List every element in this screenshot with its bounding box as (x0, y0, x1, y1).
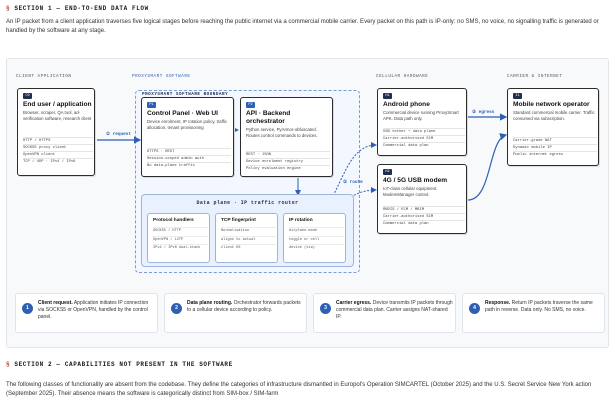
control-panel-title: Control Panel · Web UI (147, 110, 218, 117)
step-card-4: 4 Response. Return IP packets traverse t… (462, 293, 605, 333)
column-label-cellular: CELLULAR HARDWARE (376, 74, 429, 79)
ip-rotation-title: IP rotation (289, 218, 313, 223)
carrier-title: Mobile network operator (513, 101, 590, 108)
client-box: C0 End user / application Browser, scrap… (17, 88, 95, 176)
badge-h2: H2 (383, 169, 392, 175)
step-number: 1 (22, 303, 33, 314)
column-label-software: PROXYSMART SOFTWARE (132, 74, 191, 79)
step-number: 3 (320, 303, 331, 314)
step-card-2: 2 Data plane routing. Orchestrator forwa… (164, 293, 307, 333)
step-number: 4 (469, 303, 480, 314)
carrier-box: I1 Mobile network operator Standard comm… (507, 88, 599, 166)
badge-p2: P2 (246, 102, 255, 108)
badge-i1: I1 (513, 93, 522, 99)
android-phone-box: H1 Android phone Commercial device runni… (377, 88, 467, 156)
client-desc: Browser, scraper, QA tool, ad-verificati… (23, 110, 92, 121)
usb-modem-items: RNDIS / ECM / MBIM Carrier-authorised SI… (383, 206, 465, 227)
section-1-title: § SECTION 1 — END-TO-END DATA FLOW (6, 5, 149, 12)
android-phone-items: USB tether + data plane Carrier-authoris… (383, 128, 465, 149)
ip-rotation-list: Airplane-mode toggle or cell device (via… (289, 227, 344, 253)
section-2-title: § SECTION 2 — CAPABILITIES NOT PRESENT I… (6, 361, 233, 368)
android-phone-desc: Commercial device running ProxySmart APK… (383, 110, 459, 121)
step-text: Response. Return IP packets traverse the… (485, 300, 593, 313)
step-text: Data plane routing. Orchestrator forward… (187, 300, 301, 313)
arrow-label-request: ① request (106, 132, 132, 137)
tcp-fingerprint-list: Normalisation aligns to actual client OS (221, 227, 276, 253)
client-title: End user / application (23, 101, 92, 108)
badge-h1: H1 (383, 93, 392, 99)
client-protocols: HTTP / HTTPS SOCKS5 proxy client OpenVPN… (23, 137, 93, 165)
arrow-egress-h2 (467, 133, 508, 201)
badge-p1: P1 (147, 102, 156, 108)
android-phone-title: Android phone (383, 101, 430, 108)
control-panel-box: P1 Control Panel · Web UI Device enrolme… (141, 97, 234, 177)
data-plane-title: Data plane · IP traffic router (196, 200, 299, 206)
usb-modem-title: 4G / 5G USB modem (383, 177, 448, 184)
api-title: API · Backend orchestrator (246, 110, 291, 125)
section-1-intro: An IP packet from a client application t… (6, 19, 599, 34)
tcp-fingerprint-title: TCP fingerprint (221, 218, 256, 223)
step-text: Client request. Application initiates IP… (38, 300, 149, 320)
control-panel-desc: Device enrolment, IP rotation policy, tr… (147, 119, 228, 130)
carrier-items: Carrier-grade NAT Dynamic mobile IP Publ… (513, 137, 597, 158)
arrow-label-egress: ③ egress (472, 110, 495, 115)
column-label-carrier: CARRIER & INTERNET (507, 74, 563, 79)
step-text: Carrier egress. Device transmits IP pack… (336, 300, 453, 320)
step-card-1: 1 Client request. Application initiates … (15, 293, 158, 333)
boundary-label: PROXYSMART SOFTWARE BOUNDARY (142, 92, 229, 97)
badge-c0: C0 (23, 93, 32, 99)
arrow-label-route: ② route (343, 180, 363, 185)
api-items: REST · JSON Device enrolment registry Po… (246, 151, 330, 172)
api-desc: Python service, PyArmor-obfuscated. Rout… (246, 127, 318, 138)
step-number: 2 (171, 303, 182, 314)
tcp-fingerprint-box: TCP fingerprint Normalisation aligns to … (215, 213, 278, 263)
column-label-client: CLIENT APPLICATION (16, 74, 72, 79)
section-2-intro: The following classes of functionality a… (6, 382, 592, 397)
step-card-3: 3 Carrier egress. Device transmits IP pa… (313, 293, 456, 333)
carrier-desc: Standard commercial mobile carrier. Traf… (513, 110, 595, 121)
protocol-handlers-box: Protocol handlers SOCKS5 / HTTP OpenVPN … (147, 213, 210, 263)
protocol-handlers-title: Protocol handlers (153, 218, 194, 223)
usb-modem-desc: IoT-class cellular equipment. ModemManag… (383, 186, 438, 197)
control-panel-items: HTTPS · REST Session-scoped admin auth N… (147, 148, 231, 169)
protocol-handlers-list: SOCKS5 / HTTP OpenVPN / L2TP IPv4 / IPv6… (153, 227, 208, 253)
usb-modem-box: H2 4G / 5G USB modem IoT-class cellular … (377, 164, 467, 234)
api-box: P2 API · Backend orchestrator Python ser… (240, 97, 333, 177)
arrow-route-h1 (309, 142, 377, 216)
ip-rotation-box: IP rotation Airplane-mode toggle or cell… (283, 213, 346, 263)
